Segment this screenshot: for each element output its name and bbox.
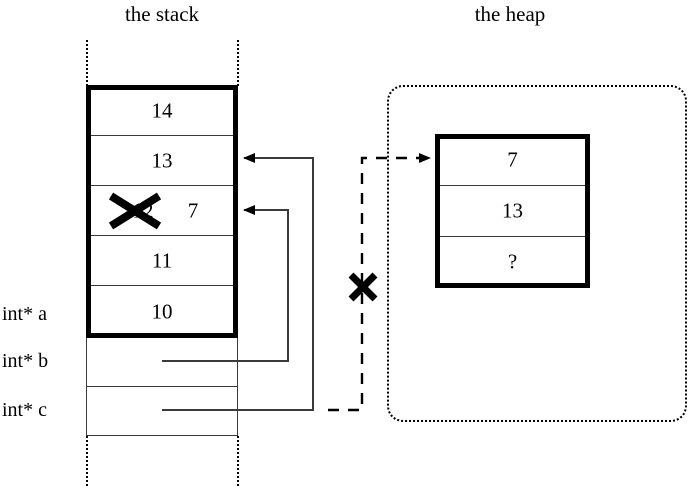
stack-guide-right-top — [237, 40, 239, 86]
stack-pointer-row-b — [86, 337, 238, 387]
stack-guide-left-bottom — [86, 436, 88, 486]
stack-guide-left-top — [86, 40, 88, 86]
heap-cell-unknown: ? — [435, 236, 590, 288]
stack-cell-12-crossed: 12 7 — [86, 185, 238, 236]
stack-cell-14: 14 — [86, 85, 238, 136]
invalid-pointer-x-icon — [348, 272, 378, 302]
heap-cell-7-value: 7 — [507, 147, 518, 172]
stack-cell-12-new-value: 7 — [187, 198, 199, 222]
heap-cell-13-value: 13 — [502, 198, 523, 223]
heap-cell-7: 7 — [435, 134, 590, 186]
stack-cell-13-value: 13 — [151, 148, 173, 172]
stack-cell-13: 13 — [86, 135, 238, 186]
stack-label-int-c: int* c — [2, 399, 47, 421]
heap-title: the heap — [474, 2, 546, 26]
stack-cell-10: 10 — [86, 285, 238, 338]
stack-cell-14-value: 14 — [151, 98, 173, 122]
stack-label-int-b: int* b — [2, 350, 49, 372]
stack-cell-11: 11 — [86, 235, 238, 286]
heap-cell-unknown-value: ? — [507, 249, 518, 274]
stack-pointer-row-c — [86, 386, 238, 436]
stack-title: the stack — [124, 2, 200, 26]
stack-cell-10-value: 10 — [151, 299, 173, 323]
stack-label-int-a: int* a — [2, 303, 47, 325]
stack-cell-11-value: 11 — [151, 248, 173, 272]
heap-cell-13: 13 — [435, 185, 590, 237]
stack-guide-right-bottom — [237, 436, 239, 486]
